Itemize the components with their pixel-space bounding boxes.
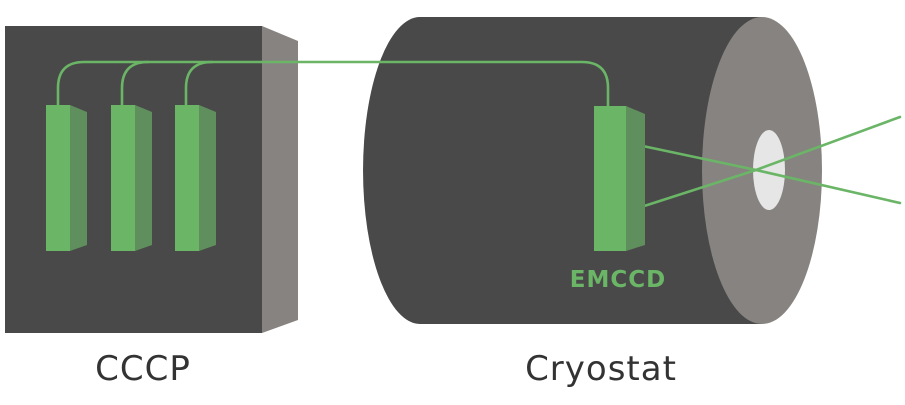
cccp-box-side xyxy=(262,26,298,333)
emccd-module-front xyxy=(594,106,626,251)
cryostat-window xyxy=(753,130,785,210)
fiber-main xyxy=(56,60,610,108)
cryostat-caption: Cryostat xyxy=(525,349,677,389)
cccp-module-2-front xyxy=(111,105,135,251)
beam-to-emccd-lower xyxy=(636,168,758,210)
cccp-module-1-side xyxy=(70,105,87,251)
cccp-module-3-side xyxy=(199,105,216,251)
beam-to-emccd-upper xyxy=(636,143,758,172)
fiber-branch-2 xyxy=(120,60,150,107)
cccp-module-3-front xyxy=(175,105,199,251)
cccp-caption: CCCP xyxy=(95,349,191,389)
emccd-module xyxy=(594,106,645,251)
fiber-branch-3 xyxy=(184,60,214,107)
emccd-label: EMCCD xyxy=(570,267,666,293)
beam-outgoing-upper xyxy=(754,115,902,172)
cccp-module-2 xyxy=(111,105,152,251)
cccp-module-1-front xyxy=(46,105,70,251)
beam-outgoing-lower xyxy=(754,168,902,205)
fiber-bundle xyxy=(56,60,902,210)
emccd-module-side xyxy=(626,106,645,251)
cryostat-body xyxy=(363,17,762,324)
cccp-module-1 xyxy=(46,105,87,251)
cccp-module-2-side xyxy=(135,105,152,251)
cccp-module-3 xyxy=(175,105,216,251)
